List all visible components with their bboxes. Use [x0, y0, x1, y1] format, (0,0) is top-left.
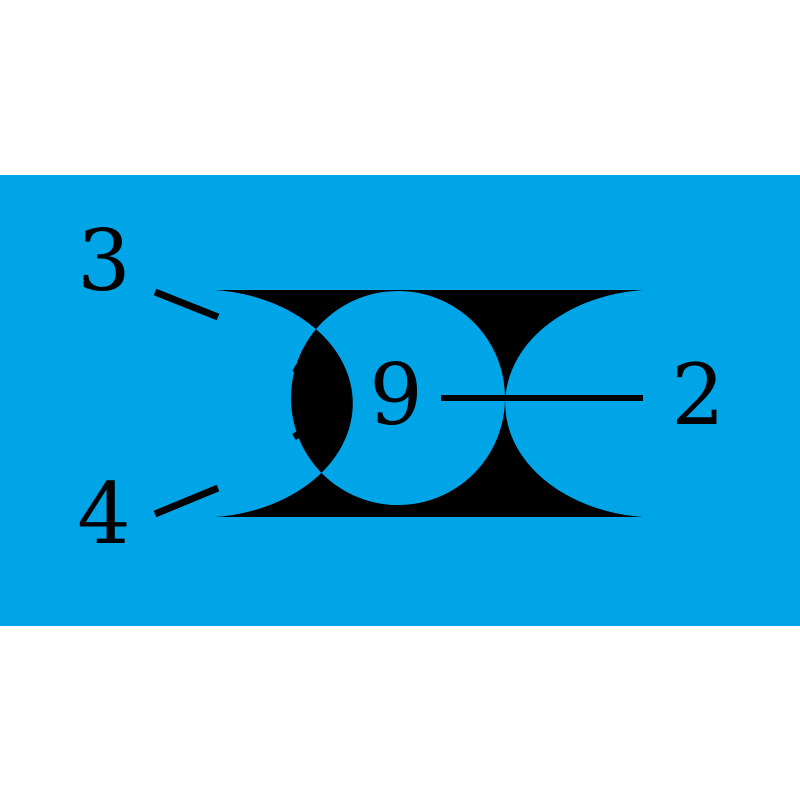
labels-group: 3 4 9 2: [77, 212, 724, 563]
label-3: 3: [77, 212, 130, 310]
label-9: 9: [369, 346, 422, 444]
black-band-shape: [215, 290, 643, 517]
leader-lines-group: [153, 288, 643, 518]
leader-line-4: [153, 484, 220, 518]
blue-panel: [0, 175, 800, 626]
label-2: 2: [671, 346, 724, 444]
leader-line-3: [153, 288, 220, 321]
black-shape-group: [215, 290, 643, 517]
leader-line-9-upper: [292, 364, 351, 401]
leader-line-9-lower: [292, 400, 351, 441]
label-4: 4: [77, 465, 130, 563]
